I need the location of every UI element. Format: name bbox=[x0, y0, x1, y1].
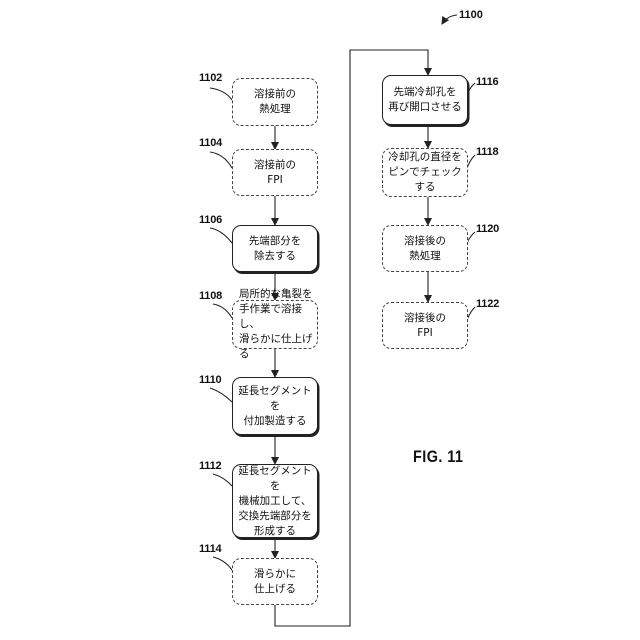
figure-ref-number: 1100 bbox=[459, 9, 483, 21]
step-box-1102: 溶接前の 熱処理 bbox=[232, 78, 318, 126]
step-box-1112: 延長セグメントを 機械加工して、 交換先端部分を 形成する bbox=[232, 464, 318, 538]
step-text-1116: 先端冷却孔を 再び開口させる bbox=[388, 85, 462, 115]
leader-1114 bbox=[213, 557, 232, 570]
step-box-1110: 延長セグメントを 付加製造する bbox=[232, 377, 318, 435]
leader-1108 bbox=[213, 304, 232, 318]
step-text-1114: 滑らかに 仕上げる bbox=[254, 567, 296, 597]
step-ref-1102: 1102 bbox=[199, 72, 222, 84]
step-box-1108: 局所的な亀裂を 手作業で溶接し、 滑らかに仕上げる bbox=[232, 300, 318, 349]
step-ref-1104: 1104 bbox=[199, 137, 222, 149]
step-box-1118: 冷却孔の直径を ピンでチェック する bbox=[382, 148, 468, 197]
leader-1122 bbox=[467, 307, 475, 320]
leader-1110 bbox=[210, 388, 232, 402]
step-ref-1114: 1114 bbox=[199, 543, 221, 555]
step-box-1122: 溶接後の FPI bbox=[382, 302, 468, 349]
step-box-1104: 溶接前の FPI bbox=[232, 149, 318, 196]
step-box-1120: 溶接後の 熱処理 bbox=[382, 225, 468, 272]
leader-1106 bbox=[210, 228, 232, 243]
step-ref-1108: 1108 bbox=[199, 290, 222, 302]
step-ref-1110: 1110 bbox=[199, 374, 221, 386]
leader-1116 bbox=[467, 83, 475, 95]
step-ref-1120: 1120 bbox=[476, 223, 499, 235]
step-text-1104: 溶接前の FPI bbox=[254, 158, 296, 188]
leader-1120 bbox=[467, 232, 475, 243]
step-text-1102: 溶接前の 熱処理 bbox=[254, 87, 296, 117]
step-text-1112: 延長セグメントを 機械加工して、 交換先端部分を 形成する bbox=[236, 464, 314, 539]
step-text-1108: 局所的な亀裂を 手作業で溶接し、 滑らかに仕上げる bbox=[239, 287, 314, 362]
step-ref-1118: 1118 bbox=[476, 146, 498, 158]
step-ref-1116: 1116 bbox=[476, 76, 498, 88]
step-ref-1122: 1122 bbox=[476, 298, 499, 310]
step-box-1116: 先端冷却孔を 再び開口させる bbox=[382, 75, 468, 125]
leader-1102 bbox=[210, 88, 232, 100]
step-text-1122: 溶接後の FPI bbox=[404, 311, 446, 341]
leader-1104 bbox=[210, 152, 232, 168]
leader-1112 bbox=[213, 474, 232, 486]
step-text-1110: 延長セグメントを 付加製造する bbox=[236, 384, 314, 429]
step-box-1106: 先端部分を 除去する bbox=[232, 225, 318, 272]
step-ref-1112: 1112 bbox=[199, 460, 221, 472]
step-text-1120: 溶接後の 熱処理 bbox=[404, 234, 446, 264]
step-ref-1106: 1106 bbox=[199, 214, 222, 226]
step-text-1106: 先端部分を 除去する bbox=[249, 234, 302, 264]
leader-1118 bbox=[467, 155, 475, 168]
figure-caption: FIG. 11 bbox=[413, 447, 463, 467]
step-text-1118: 冷却孔の直径を ピンでチェック する bbox=[388, 150, 462, 195]
step-box-1114: 滑らかに 仕上げる bbox=[232, 558, 318, 605]
leader-1100 bbox=[442, 15, 457, 24]
